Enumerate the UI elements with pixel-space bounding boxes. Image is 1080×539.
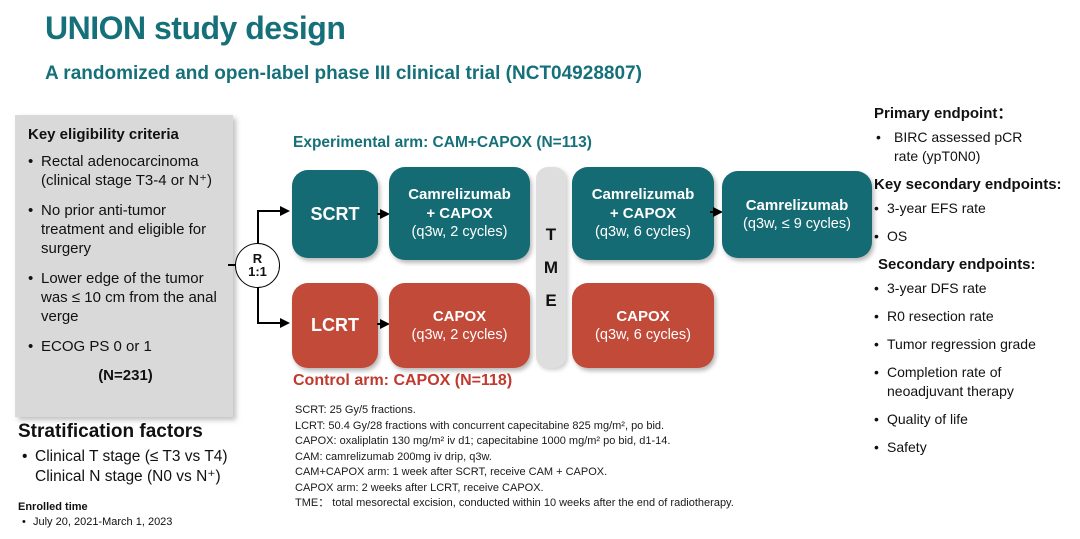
footnotes-block: SCRT: 25 Gy/5 fractions. LCRT: 50.4 Gy/2… bbox=[295, 403, 775, 512]
drug-line: + CAPOX bbox=[609, 205, 677, 222]
key-secondary-endpoints-list: 3-year EFS rate OS bbox=[874, 199, 1076, 246]
experimental-arm-label: Experimental arm: CAM+CAPOX (N=113) bbox=[293, 134, 592, 151]
camrelizumab-maintenance-box: Camrelizumab (q3w, ≤ 9 cycles) bbox=[722, 171, 872, 258]
footnote: CAM+CAPOX arm: 1 week after SCRT, receiv… bbox=[295, 466, 608, 478]
tme-letter: M bbox=[543, 258, 559, 277]
cycles-line: (q3w, 2 cycles) bbox=[411, 326, 508, 343]
endpoint-item: 3-year DFS rate bbox=[874, 279, 1076, 298]
stratification-item: Clinical N stage (N0 vs N⁺) bbox=[35, 468, 221, 485]
footnote: TME： total mesorectal excision, conducte… bbox=[295, 497, 734, 509]
capox-2cycles-box: CAPOX (q3w, 2 cycles) bbox=[389, 283, 530, 368]
cycles-line: (q3w, 2 cycles) bbox=[411, 224, 508, 240]
endpoint-item: Tumor regression grade bbox=[874, 335, 1076, 354]
control-arm-label: Control arm: CAPOX (N=118) bbox=[293, 372, 513, 389]
drug-line: CAPOX bbox=[432, 307, 487, 325]
tme-letter: T bbox=[545, 225, 557, 244]
footnote: SCRT: 25 Gy/5 fractions. bbox=[295, 404, 416, 416]
randomization-node: R 1:1 bbox=[235, 243, 280, 288]
connector-line bbox=[257, 210, 281, 212]
endpoint-item: Safety bbox=[874, 438, 1076, 457]
drug-line: + CAPOX bbox=[426, 205, 493, 222]
drug-line: Camrelizumab bbox=[591, 186, 695, 203]
eligibility-item: ECOG PS 0 or 1 bbox=[28, 337, 223, 356]
drug-line: Camrelizumab bbox=[745, 196, 849, 214]
eligibility-panel: Key eligibility criteria Rectal adenocar… bbox=[15, 115, 233, 417]
footnote: CAPOX arm: 2 weeks after LCRT, receive C… bbox=[295, 481, 544, 494]
eligibility-item: No prior anti-tumor treatment and eligib… bbox=[28, 201, 223, 258]
capox-6cycles-box: CAPOX (q3w, 6 cycles) bbox=[572, 283, 714, 368]
secondary-endpoints-list: 3-year DFS rate R0 resection rate Tumor … bbox=[874, 279, 1076, 457]
enrolled-time-heading: Enrolled time bbox=[18, 501, 88, 513]
tme-bar: T M E bbox=[536, 167, 566, 368]
endpoint-item: Quality of life bbox=[874, 410, 1076, 429]
connector-line bbox=[228, 264, 237, 266]
arrow-icon bbox=[280, 205, 290, 216]
arrow-icon bbox=[280, 317, 290, 328]
primary-endpoint-heading: Primary endpoint： bbox=[874, 105, 1013, 122]
stratification-heading: Stratification factors bbox=[18, 421, 203, 442]
connector-line bbox=[257, 322, 281, 324]
footnote: LCRT: 50.4 Gy/28 fractions with concurre… bbox=[295, 419, 665, 432]
connector-line bbox=[257, 287, 259, 324]
cam-capox-2cycles-box: Camrelizumab + CAPOX (q3w, 2 cycles) bbox=[389, 167, 530, 260]
endpoints-panel: Primary endpoint： BIRC assessed pCR rate… bbox=[874, 104, 1076, 466]
arrow-icon bbox=[380, 208, 390, 219]
eligibility-item: Lower edge of the tumor was ≤ 10 cm from… bbox=[28, 269, 223, 326]
stratification-list: Clinical T stage (≤ T3 vs T4) Clinical N… bbox=[22, 447, 262, 487]
scrt-box: SCRT bbox=[292, 170, 378, 258]
page-title: UNION study design bbox=[45, 10, 346, 46]
cycles-line: (q3w, ≤ 9 cycles) bbox=[743, 215, 851, 232]
randomization-letter: R bbox=[252, 251, 263, 266]
endpoint-item: OS bbox=[874, 227, 1076, 246]
cycles-line: (q3w, 6 cycles) bbox=[595, 326, 691, 343]
endpoint-item: Completion rate of neoadjuvant therapy bbox=[874, 363, 1076, 401]
page-subtitle: A randomized and open-label phase III cl… bbox=[45, 63, 642, 84]
enrolled-count: (N=231) bbox=[98, 367, 153, 384]
eligibility-item: Rectal adenocarcinoma (clinical stage T3… bbox=[28, 152, 223, 190]
connector-line bbox=[257, 210, 259, 245]
lcrt-label: LCRT bbox=[311, 315, 359, 335]
eligibility-heading: Key eligibility criteria bbox=[28, 126, 179, 143]
secondary-endpoints-heading: Secondary endpoints: bbox=[878, 256, 1036, 273]
drug-line: CAPOX bbox=[616, 307, 670, 325]
stratification-item: Clinical T stage (≤ T3 vs T4) bbox=[22, 447, 262, 467]
primary-endpoint-list: BIRC assessed pCR rate (ypT0N0) bbox=[874, 128, 1076, 166]
cam-capox-6cycles-box: Camrelizumab + CAPOX (q3w, 6 cycles) bbox=[572, 167, 714, 260]
randomization-ratio: 1:1 bbox=[248, 264, 267, 279]
footnote: CAM: camrelizumab 200mg iv drip, q3w. bbox=[295, 450, 492, 463]
tme-letter: E bbox=[545, 291, 557, 310]
key-secondary-endpoints-heading: Key secondary endpoints: bbox=[874, 176, 1062, 193]
drug-line: Camrelizumab bbox=[408, 186, 511, 203]
endpoint-item: BIRC assessed pCR rate (ypT0N0) bbox=[874, 128, 1024, 166]
footnote: CAPOX: oxaliplatin 130 mg/m² iv d1; cape… bbox=[295, 435, 671, 447]
enrolled-time-item: July 20, 2021-March 1, 2023 bbox=[22, 516, 172, 529]
cycles-line: (q3w, 6 cycles) bbox=[595, 224, 691, 240]
arrow-icon bbox=[713, 206, 723, 217]
endpoint-item: 3-year EFS rate bbox=[874, 199, 1076, 218]
lcrt-box: LCRT bbox=[292, 283, 378, 368]
endpoint-item: R0 resection rate bbox=[874, 307, 1076, 326]
arrow-icon bbox=[380, 318, 390, 329]
scrt-label: SCRT bbox=[310, 203, 360, 224]
